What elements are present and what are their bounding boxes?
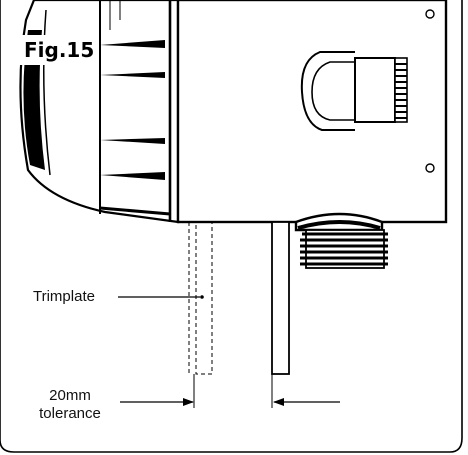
trimplate-label: Trimplate [33,288,95,305]
trimplate-outline [195,221,213,375]
arrowhead-right [273,398,284,406]
tolerance-value: 20mm [49,387,91,404]
side-outlet-elbow [300,51,408,131]
trimplate-leader-dot [200,295,204,299]
arrowhead-left [183,398,194,406]
shower-body [168,0,448,224]
screw-hole-bottom [425,163,435,173]
figure-label: Fig.15 [20,35,98,65]
bottom-outlet-thread [294,212,388,269]
tolerance-label: 20mm tolerance [30,387,110,423]
tolerance-word: tolerance [39,405,101,422]
reference-bar [271,221,290,375]
control-knob [19,0,180,224]
screw-hole-top [425,9,435,19]
